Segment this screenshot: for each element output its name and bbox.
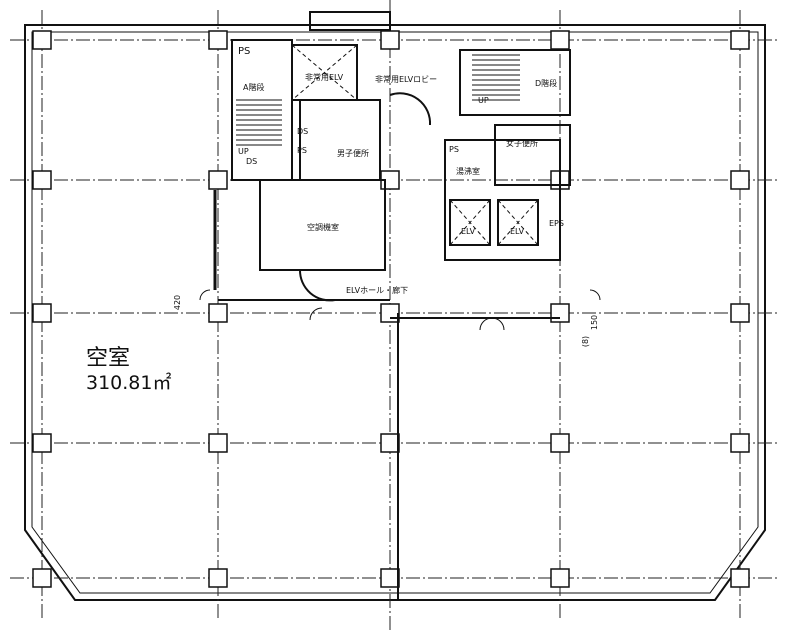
column	[730, 170, 750, 190]
column	[550, 433, 570, 453]
vacant-area: 310.81㎡	[86, 372, 172, 394]
door-swings	[199, 289, 601, 331]
column	[208, 568, 228, 588]
stair-a-label: A階段	[243, 83, 265, 92]
ds-label: DS	[297, 127, 309, 136]
womens-toilet-label: 女子便所	[506, 139, 538, 148]
column	[32, 568, 52, 588]
up-label-2: UP	[478, 96, 489, 105]
core-walls	[213, 11, 571, 600]
column	[380, 303, 400, 323]
ahu-room-label: 空調機室	[307, 223, 339, 232]
outer-walls	[24, 24, 766, 601]
column	[32, 303, 52, 323]
column	[550, 303, 570, 323]
mens-toilet-label: 男子便所	[337, 149, 369, 158]
elv-label-1: ELV	[461, 227, 476, 236]
column	[730, 433, 750, 453]
emergency-elv-lobby-label: 非常用ELVロビー	[375, 75, 438, 84]
column	[32, 30, 52, 50]
ps-label-2: PS	[297, 146, 307, 155]
column	[208, 170, 228, 190]
elv-label-2: ELV	[510, 227, 525, 236]
ps-label-3: PS	[449, 145, 459, 154]
column	[730, 303, 750, 323]
column	[380, 30, 400, 50]
elv-hall-label: ELVホール・廊下	[346, 286, 409, 295]
eps-label: EPS	[549, 219, 564, 228]
dimension-420: 420	[173, 294, 183, 311]
column	[380, 568, 400, 588]
columns	[32, 30, 750, 588]
vacant-label: 空室	[86, 346, 131, 371]
dimension-150: 150	[590, 314, 600, 331]
kitchenette-label: 湯沸室	[456, 167, 480, 176]
column	[32, 170, 52, 190]
ps-label: PS	[238, 46, 251, 57]
stairs	[236, 54, 520, 146]
column	[208, 433, 228, 453]
column	[32, 433, 52, 453]
dimension-8: (8)	[581, 335, 591, 348]
column	[730, 30, 750, 50]
column	[550, 568, 570, 588]
column	[380, 433, 400, 453]
column	[730, 568, 750, 588]
stair-d-label: D階段	[535, 79, 558, 88]
ds-label-2: DS	[246, 157, 258, 166]
column	[208, 30, 228, 50]
up-label: UP	[238, 147, 249, 156]
column	[208, 303, 228, 323]
column	[550, 30, 570, 50]
emergency-elv-label: 非常用ELV	[305, 73, 344, 82]
